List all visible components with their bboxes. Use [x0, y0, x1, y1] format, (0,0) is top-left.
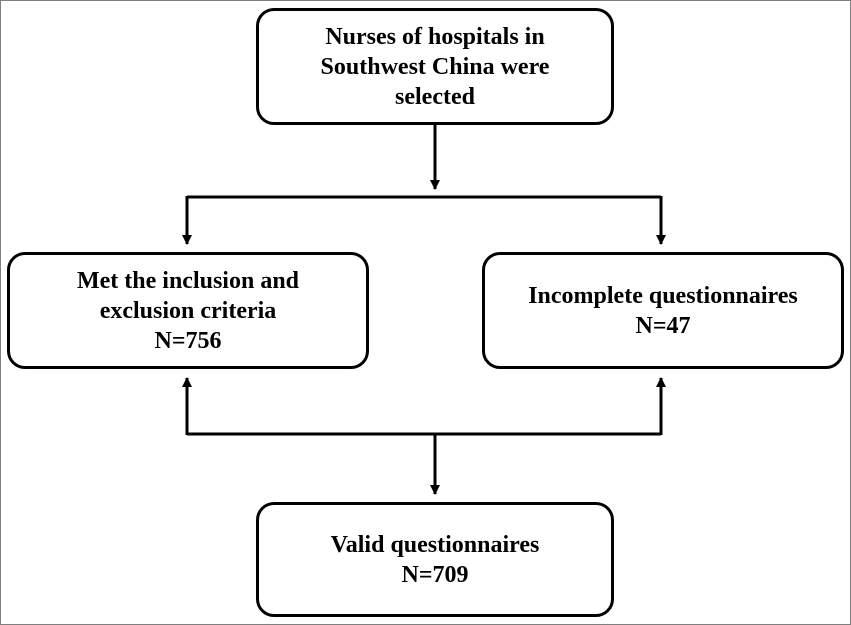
node-incomplete-questionnaires-count: N=47 — [635, 312, 691, 339]
node-incomplete-questionnaires-label: Incomplete questionnaires — [528, 282, 798, 309]
node-inclusion-criteria-count: N=756 — [154, 327, 222, 354]
node-nurses-selected: Nurses of hospitals in Southwest China w… — [256, 8, 614, 125]
node-incomplete-questionnaires: Incomplete questionnaires N=47 — [482, 252, 844, 369]
node-inclusion-criteria: Met the inclusion and exclusion criteria… — [7, 252, 369, 369]
node-nurses-selected-line-1: Nurses of hospitals in — [325, 23, 545, 50]
node-valid-questionnaires-count: N=709 — [401, 561, 469, 588]
node-nurses-selected-line-3: selected — [395, 83, 475, 110]
node-inclusion-criteria-line-1: Met the inclusion and — [76, 267, 300, 294]
node-nurses-selected-line-2: Southwest China were — [320, 53, 550, 80]
node-inclusion-criteria-line-2: exclusion criteria — [99, 297, 277, 324]
node-valid-questionnaires-label: Valid questionnaires — [330, 531, 540, 558]
node-valid-questionnaires: Valid questionnaires N=709 — [256, 502, 614, 617]
